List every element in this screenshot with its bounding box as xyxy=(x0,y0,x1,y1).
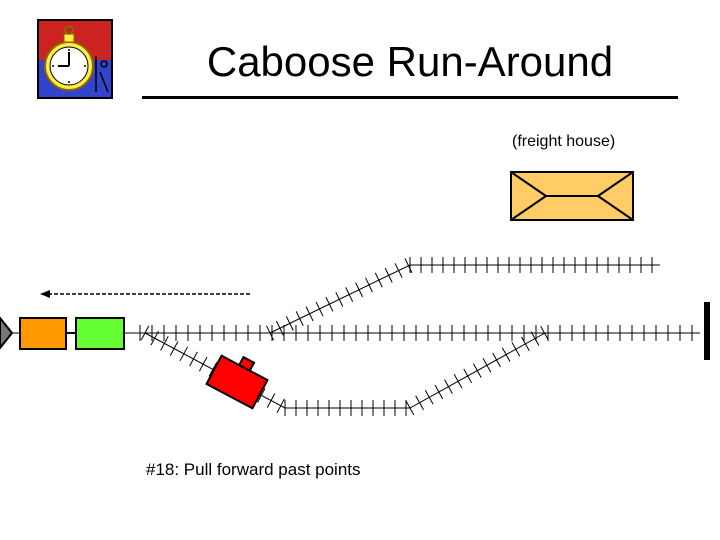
track-tie xyxy=(295,311,304,327)
title-underline xyxy=(142,96,678,99)
track-ties xyxy=(139,257,693,416)
track-tie xyxy=(150,330,159,346)
track-tie xyxy=(160,336,169,351)
stopwatch-icon xyxy=(37,19,113,99)
freight-house-label: (freight house) xyxy=(512,133,616,150)
track-tie xyxy=(276,398,285,414)
track-tie xyxy=(453,374,463,389)
page-title: Caboose Run-Around xyxy=(206,38,614,85)
track-tie xyxy=(355,282,363,298)
track-tie xyxy=(325,296,334,312)
track-tie xyxy=(444,379,453,394)
track-tie xyxy=(275,320,284,336)
track-tie xyxy=(365,277,373,293)
track-tie xyxy=(345,287,354,302)
track-tie xyxy=(511,341,521,357)
track-bumper xyxy=(704,302,710,360)
track-tie xyxy=(266,325,274,341)
track-tie xyxy=(472,363,482,378)
track-tie xyxy=(405,400,415,416)
track-tie xyxy=(384,267,393,283)
track-tie xyxy=(198,356,208,372)
track-tie xyxy=(540,325,549,341)
siding-track-upper xyxy=(269,264,660,334)
track-tie xyxy=(492,352,501,368)
track-tie xyxy=(140,325,150,341)
track-tie xyxy=(434,384,444,400)
track-tie xyxy=(530,331,540,346)
direction-arrow xyxy=(40,290,250,298)
freight-car-green xyxy=(75,317,125,350)
track-tie xyxy=(415,395,424,410)
track-tie xyxy=(179,346,189,362)
caboose xyxy=(205,354,269,410)
track-tie xyxy=(189,351,198,367)
track-tie xyxy=(285,315,294,331)
track-tie xyxy=(257,388,266,403)
locomotive xyxy=(0,316,14,350)
track-tie xyxy=(315,301,324,317)
track-tie xyxy=(374,272,383,288)
track-tie xyxy=(404,258,413,274)
freight-car-orange xyxy=(19,317,67,350)
track-tie xyxy=(335,291,344,307)
track-tie xyxy=(394,263,403,278)
freight-house xyxy=(510,171,634,221)
track-tie xyxy=(463,368,473,384)
track-tie xyxy=(424,390,434,405)
lower-loop-track xyxy=(144,332,546,409)
track-tie xyxy=(266,393,276,408)
track-tie xyxy=(208,362,218,377)
track-tie xyxy=(521,336,530,352)
track-tie xyxy=(305,306,314,322)
step-caption: #18: Pull forward past points xyxy=(146,460,361,479)
track-tie xyxy=(169,341,179,356)
track-tie xyxy=(482,358,492,373)
track-tie xyxy=(501,347,511,362)
